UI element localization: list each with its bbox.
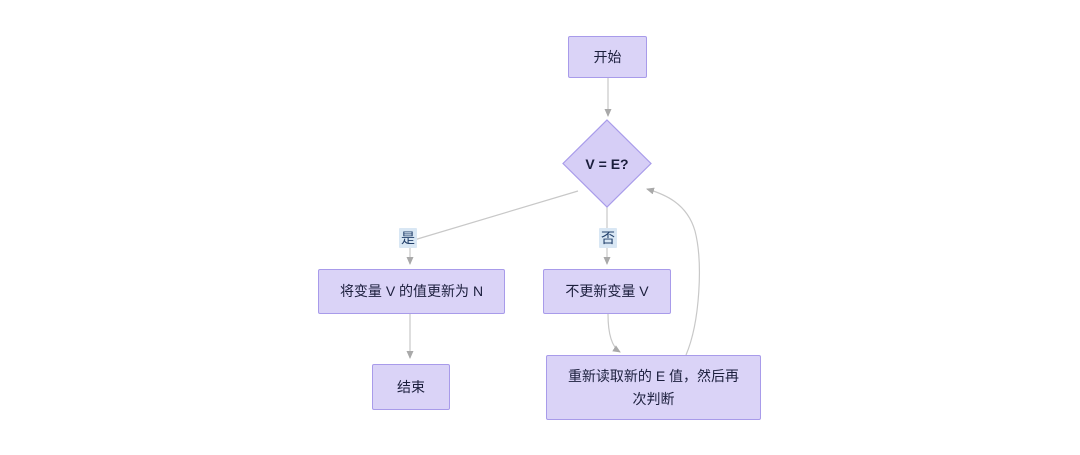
edge-label-no: 否 bbox=[599, 228, 617, 248]
node-no-update-variable: 不更新变量 V bbox=[543, 269, 671, 314]
edge-reread-decision-loop bbox=[646, 187, 700, 356]
node-reread-judge-again: 重新读取新的 E 值，然后再次判断 bbox=[546, 355, 761, 420]
edge-label-yes: 是 bbox=[399, 228, 417, 248]
node-end: 结束 bbox=[372, 364, 450, 410]
edge-noupdate-reread bbox=[607, 313, 621, 353]
edge-decision-yes-diagonal bbox=[413, 190, 579, 241]
node-decision: V = E? bbox=[585, 155, 629, 172]
node-start: 开始 bbox=[568, 36, 647, 78]
decision-diamond-shape bbox=[562, 119, 652, 208]
node-update-variable: 将变量 V 的值更新为 N bbox=[318, 269, 505, 314]
